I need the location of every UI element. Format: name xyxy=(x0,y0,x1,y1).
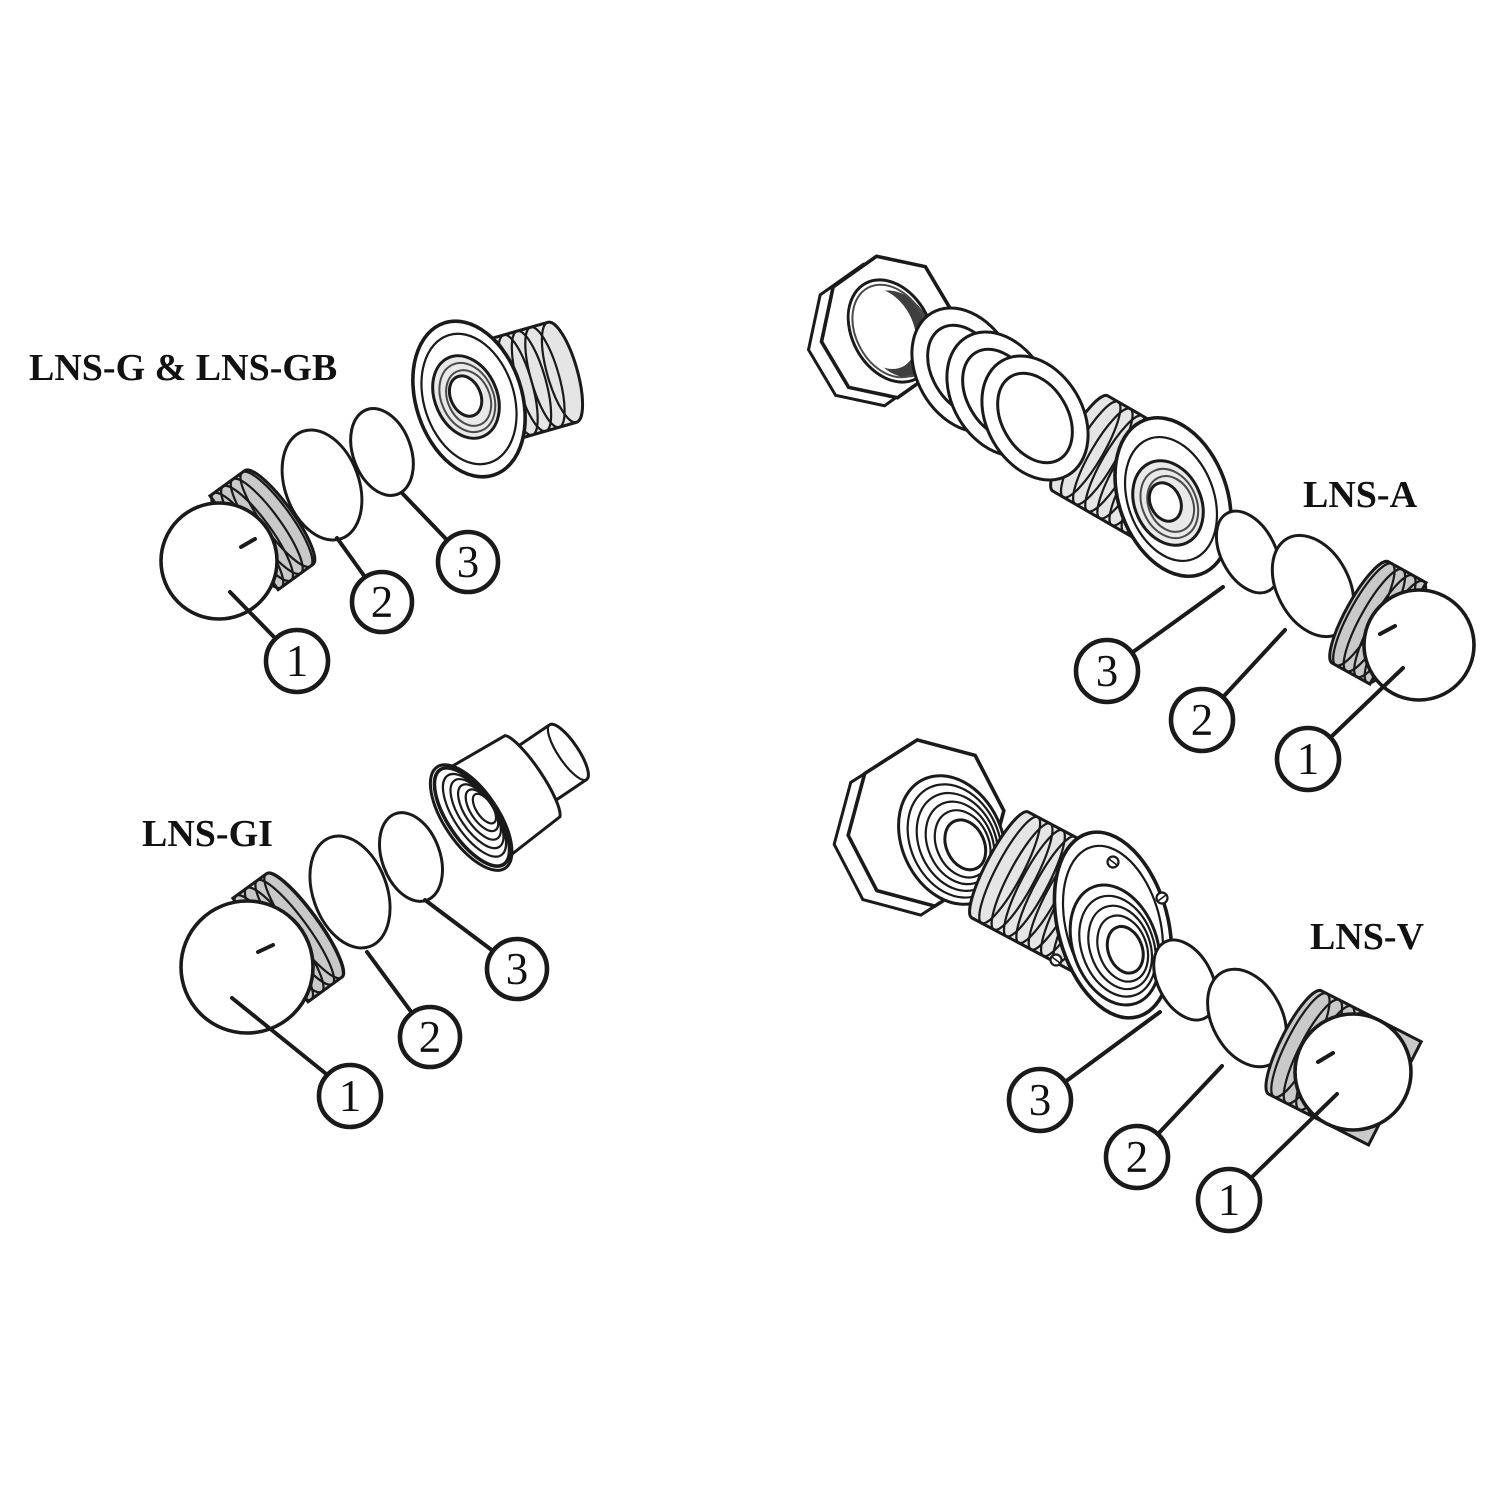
cap-pin xyxy=(1378,624,1397,636)
callout-3: 3 xyxy=(435,529,501,595)
callout-circle xyxy=(263,627,331,695)
callout-circle xyxy=(1168,686,1236,754)
callout-number: 3 xyxy=(457,537,480,587)
diagram-lns-g-gb: LNS-G & LNS-GB xyxy=(29,319,585,695)
callout-number: 2 xyxy=(419,1012,442,1062)
callout-circle xyxy=(1274,725,1342,793)
diagram-label: LNS-G & LNS-GB xyxy=(29,347,337,389)
callout-number: 3 xyxy=(506,944,529,994)
callout-circle xyxy=(1195,1166,1263,1234)
lens-dome xyxy=(1362,588,1476,702)
callout-number: 1 xyxy=(1218,1175,1241,1225)
callout-circle xyxy=(1103,1123,1171,1191)
callout-circle xyxy=(1006,1066,1074,1134)
leader-line-3 xyxy=(1063,1010,1162,1084)
callout-circle xyxy=(316,1062,384,1130)
callout-3: 3 xyxy=(1073,637,1141,705)
callout-number: 2 xyxy=(1191,695,1214,745)
lens-dome xyxy=(179,899,315,1035)
callout-1: 1 xyxy=(316,1062,384,1130)
diagram-lns-gi: LNS-GI xyxy=(142,722,590,1130)
cap-pin xyxy=(1316,1051,1335,1064)
diagram-label: LNS-GI xyxy=(142,813,273,855)
callout-number: 3 xyxy=(1096,646,1119,696)
callout-1: 1 xyxy=(1195,1166,1263,1234)
flange-lip xyxy=(1123,435,1219,563)
callout-3: 3 xyxy=(484,936,550,1002)
screw-flange-drawing xyxy=(1049,830,1174,1020)
callout-number: 2 xyxy=(1126,1132,1149,1182)
cap-pin xyxy=(239,537,257,549)
callout-circle xyxy=(1073,637,1141,705)
callout-circle xyxy=(484,936,550,1002)
callout-2: 2 xyxy=(397,1004,463,1070)
oring-gasket-3-drawing xyxy=(1214,509,1282,595)
lens-dome xyxy=(159,501,279,621)
leader-line-2 xyxy=(335,536,367,579)
diagram-label: LNS-V xyxy=(1310,916,1425,958)
oring-gasket-3-drawing xyxy=(1152,938,1218,1022)
leader-line-3 xyxy=(400,491,449,542)
callout-number: 1 xyxy=(339,1071,362,1121)
diagram-lns-a: LNS-A xyxy=(806,254,1476,793)
lens-cap-drawing xyxy=(1264,988,1424,1148)
leader-line-1 xyxy=(230,996,332,1079)
lens-dome xyxy=(1293,1012,1413,1132)
leader-line-3 xyxy=(1131,585,1225,654)
lens-gasket-2-drawing xyxy=(280,428,364,542)
threaded-bore xyxy=(1068,883,1162,1007)
lens-cap-drawing xyxy=(1328,559,1476,702)
leader-line-1 xyxy=(1249,1092,1339,1180)
cap-pin xyxy=(256,943,275,954)
adapter-fitting-drawing xyxy=(428,722,590,872)
callout-2: 2 xyxy=(1103,1123,1171,1191)
niche-flange-fitting-drawing xyxy=(411,319,585,479)
callout-circle xyxy=(435,529,501,595)
flange-lip xyxy=(420,332,518,466)
threaded-bore xyxy=(1131,459,1205,547)
callout-2: 2 xyxy=(1168,686,1236,754)
callout-circle xyxy=(397,1004,463,1070)
nut-threaded-hole xyxy=(846,278,936,384)
callout-number: 1 xyxy=(1297,734,1320,784)
lens-gasket-2-drawing xyxy=(308,834,392,950)
lock-nut-drawing xyxy=(806,254,955,408)
callout-1: 1 xyxy=(263,627,331,695)
callout-number: 2 xyxy=(371,577,394,627)
niche-flange-fitting-drawing xyxy=(1113,415,1233,579)
leader-line-2 xyxy=(1156,1064,1224,1136)
lock-nut-drawing xyxy=(832,737,1007,917)
diagram-label: LNS-A xyxy=(1303,474,1418,516)
lens-cap-drawing xyxy=(179,871,346,1035)
callout-3: 3 xyxy=(1006,1066,1074,1134)
barrel-end-face xyxy=(540,321,584,424)
callout-number: 3 xyxy=(1029,1075,1052,1125)
leader-line-1 xyxy=(1329,666,1405,739)
leader-line-2 xyxy=(1222,628,1287,698)
callout-1: 1 xyxy=(1274,725,1342,793)
callout-number: 1 xyxy=(286,636,309,686)
oring-gasket-3-drawing xyxy=(349,407,415,497)
washer-stack-drawing xyxy=(910,306,1090,482)
adapter-body xyxy=(439,733,562,864)
leader-line-3 xyxy=(423,898,495,953)
callout-2: 2 xyxy=(349,569,415,635)
threaded-bore xyxy=(431,354,501,440)
leader-line-1 xyxy=(228,590,277,640)
leader-line-2 xyxy=(365,950,414,1015)
callout-circle xyxy=(349,569,415,635)
lens-cap-drawing xyxy=(159,468,317,621)
diagram-lns-v: LNS-V xyxy=(832,737,1425,1234)
